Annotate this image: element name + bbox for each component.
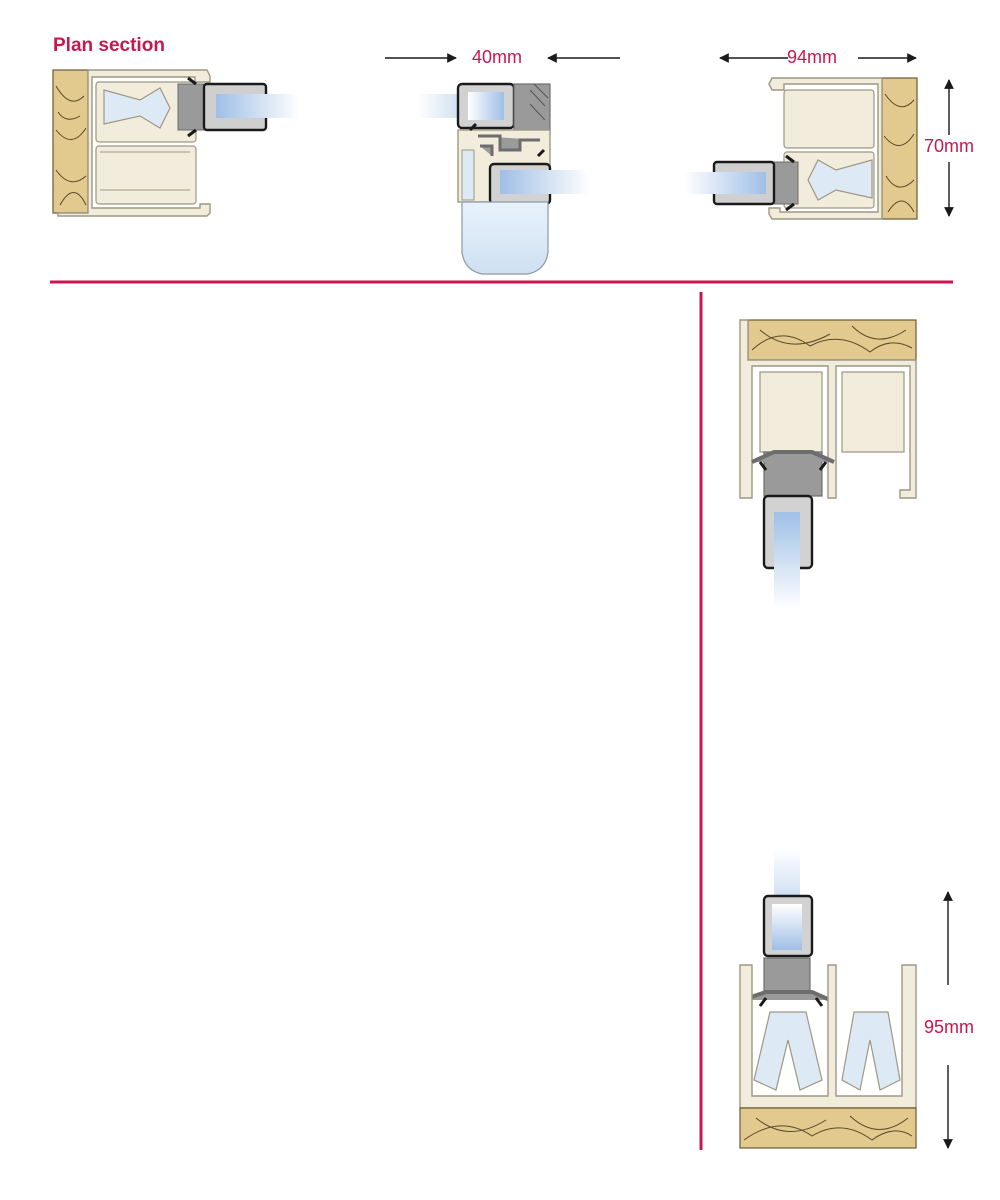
left-frame-ribs [100, 151, 190, 191]
head-section [739, 319, 917, 610]
right-frame-upper-chamber [783, 89, 875, 149]
left-frame-lower-chamber [95, 145, 197, 205]
right-timber-block [881, 77, 918, 220]
right-glazing-adaptor [773, 161, 799, 205]
cill-glass-in-bead [772, 904, 802, 950]
left-frame-outer-profile [57, 69, 211, 217]
cill-section [739, 848, 953, 1149]
cill-thermal-break-right [841, 1011, 901, 1091]
center-upper-glass-in-bead [468, 92, 504, 120]
cill-thermal-break-left [753, 1011, 823, 1091]
center-seals [468, 122, 546, 158]
dimension-94mm-label: 94mm [787, 47, 838, 67]
head-seals [758, 461, 828, 471]
left-glass-pane [216, 94, 300, 118]
right-jamb-section [684, 53, 954, 220]
left-jamb-section [52, 69, 300, 217]
dimension-40mm-label: 40mm [472, 47, 523, 67]
right-seal-clips [785, 154, 795, 212]
right-frame-outer-profile [768, 77, 883, 220]
center-mullion-slot [461, 149, 475, 201]
dimension-95mm-label: 95mm [924, 1017, 975, 1037]
head-timber-grain [751, 325, 913, 353]
cill-seals [758, 997, 824, 1007]
center-interlock [478, 134, 540, 156]
head-timber-block [747, 319, 917, 361]
center-drop-cover [461, 201, 549, 275]
head-glass-pane [774, 512, 800, 610]
left-timber-block [52, 69, 89, 214]
left-seal-clips [187, 76, 197, 138]
head-frame-profile [739, 319, 917, 499]
dimension-70mm-label: 70mm [924, 136, 975, 156]
center-mullion-section [385, 53, 620, 275]
left-glazing-adaptor [177, 83, 205, 131]
cill-carrier [741, 990, 831, 1002]
left-timber-grain [55, 85, 87, 206]
right-glass-pane [684, 172, 766, 194]
left-frame-thermal-break [103, 87, 171, 129]
right-frame-thermal-break [807, 159, 873, 201]
center-lower-glass [500, 170, 590, 194]
head-carrier [751, 450, 835, 464]
cill-timber-grain [743, 1115, 913, 1141]
right-timber-grain [883, 93, 915, 213]
diagram-title: Plan section [53, 35, 165, 56]
center-hatching [529, 83, 549, 121]
